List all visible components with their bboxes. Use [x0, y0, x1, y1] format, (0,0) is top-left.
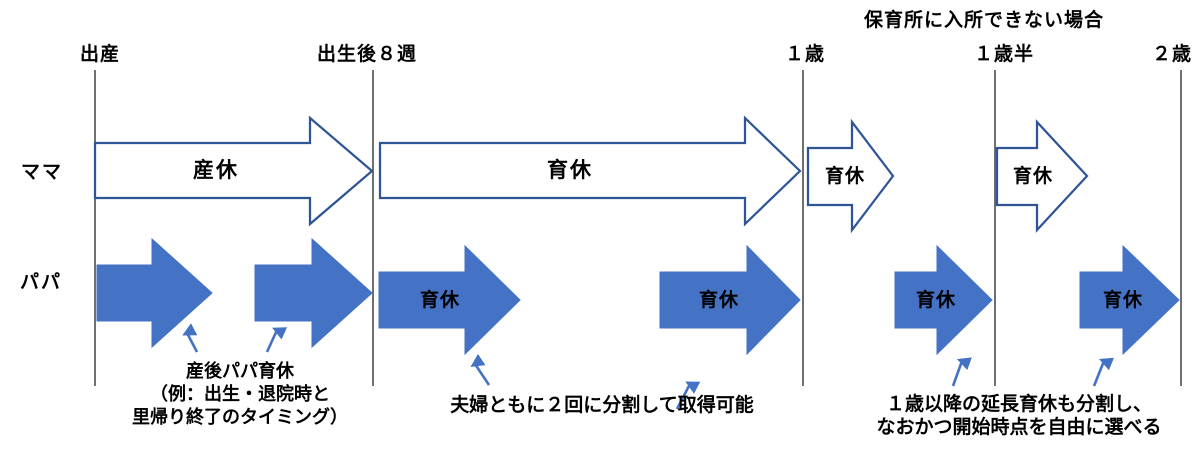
annotation-line: 夫婦ともに２回に分割して取得可能 [450, 395, 754, 416]
milestone-label-birth: 出産 [79, 44, 121, 65]
annotation-line: 里帰り終了のタイミング） [132, 407, 348, 427]
mom-arrow-label-ikukyuu-3: 育休 [1012, 166, 1054, 187]
pointer-arrow-postnatal-1 [182, 323, 199, 353]
pointer-arrow-split-right [675, 381, 701, 410]
dad-arrow-ikukyuu-4 [1079, 244, 1180, 356]
annotation-line: １歳以降の延長育休も分割し、 [885, 394, 1153, 415]
dad-arrow-ikukyuu-2 [659, 244, 801, 356]
pointer-arrow-postnatal-2 [265, 327, 288, 353]
mom-arrow-label-ikukyuu-2: 育休 [824, 166, 866, 187]
condition-note: 保育所に入所できない場合 [863, 10, 1105, 31]
annotation-extension-split: １歳以降の延長育休も分割し、 なおかつ開始時点を自由に選べる [876, 393, 1161, 439]
milestone-label-8weeks: 出生後８週 [316, 44, 418, 65]
annotation-line: 産後パパ育休 [186, 361, 294, 381]
dad-arrow-postnatal-2 [254, 237, 373, 349]
mom-arrow-ikukyuu-1 [378, 115, 802, 227]
annotation-postnatal-papa-leave: 産後パパ育休 （例：出生・退院時と 里帰り終了のタイミング） [132, 360, 348, 429]
pointer-arrow-split-left [470, 353, 491, 386]
annotation-split-twice: 夫婦ともに２回に分割して取得可能 [450, 394, 753, 417]
dad-arrow-ikukyuu-3 [894, 244, 993, 356]
pointer-arrow-extension-1 [951, 357, 972, 387]
dad-arrow-ikukyuu-1 [378, 244, 521, 356]
milestone-label-18months: １歳半 [973, 44, 1035, 65]
annotation-line: （例：出生・退院時と [150, 384, 330, 404]
milestone-label-2years: ２歳 [1151, 44, 1193, 65]
row-label-mom: ママ [20, 162, 64, 183]
dad-arrow-label-ikukyuu-3: 育休 [915, 290, 957, 311]
milestone-label-1year: １歳 [784, 44, 826, 65]
annotation-line: なおかつ開始時点を自由に選べる [876, 417, 1162, 438]
dad-arrow-label-ikukyuu-1: 育休 [419, 290, 461, 311]
row-label-dad: パパ [19, 272, 63, 293]
mom-arrow-ikukyuu-3 [995, 119, 1089, 233]
mom-arrow-ikukyuu-2 [806, 118, 895, 234]
dad-arrow-label-ikukyuu-2: 育休 [698, 290, 740, 311]
mom-arrow-label-sankyuu: 産休 [193, 159, 239, 182]
dad-arrow-postnatal-1 [96, 237, 213, 349]
pointer-arrow-extension-2 [1092, 357, 1115, 387]
mom-arrow-sankyuu [93, 115, 374, 227]
dad-arrow-label-ikukyuu-4: 育休 [1102, 290, 1144, 311]
mom-arrow-label-ikukyuu-1: 育休 [547, 159, 593, 182]
